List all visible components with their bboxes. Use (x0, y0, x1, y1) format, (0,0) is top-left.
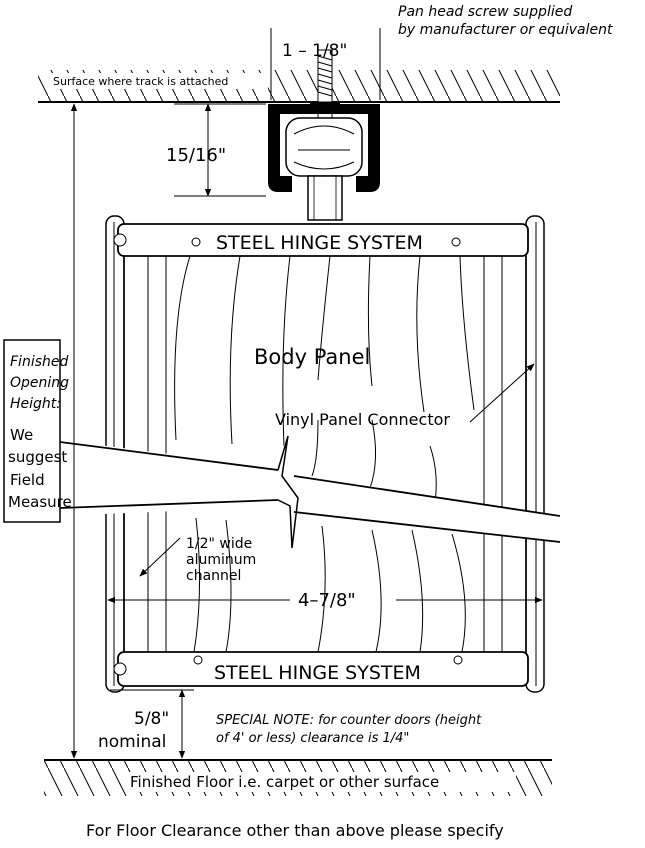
footer-note: For Floor Clearance other than above ple… (86, 821, 504, 840)
foh-line1: Finished (10, 354, 68, 370)
foh-line5: suggest (8, 448, 67, 466)
opening-height-dimension (3, 103, 78, 759)
top-hinge-label: STEEL HINGE SYSTEM (216, 232, 423, 254)
channel-line3: channel (186, 568, 241, 584)
foh-line6: Field (10, 471, 45, 489)
body-panel-label: Body Panel (254, 345, 370, 369)
door-panel (105, 215, 545, 693)
track-gap-label: 15/16" (166, 145, 226, 166)
track-profile (268, 104, 380, 221)
clearance-value: 5/8" (134, 709, 169, 729)
track-gap-dimension (174, 103, 266, 197)
special-note-line1: SPECIAL NOTE: for counter doors (height (216, 713, 482, 728)
ceiling-surface (38, 38, 560, 103)
floor-label: Finished Floor i.e. carpet or other surf… (130, 773, 439, 791)
bottom-hinge-label: STEEL HINGE SYSTEM (214, 662, 421, 684)
foh-line7: Measure (8, 493, 72, 511)
vinyl-connector-leader (469, 363, 535, 423)
foh-line2: Opening (10, 375, 69, 391)
panel-width-label: 4–7/8" (298, 590, 356, 611)
track-width-label: 1 – 1/8" (282, 41, 347, 61)
panel-width-dimension (105, 590, 545, 612)
foh-line3: Height: (10, 396, 61, 412)
clearance-word: nominal (98, 732, 166, 752)
channel-line2: aluminum (186, 552, 256, 568)
channel-leader (139, 537, 181, 577)
floor-surface (44, 759, 552, 796)
screw-note-line2: by manufacturer or equivalent (398, 22, 613, 38)
vinyl-connector-label: Vinyl Panel Connector (275, 410, 450, 429)
clearance-dimension (110, 689, 194, 759)
channel-line1: 1/2" wide (186, 536, 252, 552)
break-band (59, 432, 561, 549)
track-width-dimension (270, 28, 381, 100)
screw-note-line1: Pan head screw supplied (398, 4, 572, 20)
special-note-line2: of 4' or less) clearance is 1/4" (216, 731, 409, 746)
surface-label: Surface where track is attached (53, 75, 228, 88)
foh-line4: We (10, 426, 33, 444)
